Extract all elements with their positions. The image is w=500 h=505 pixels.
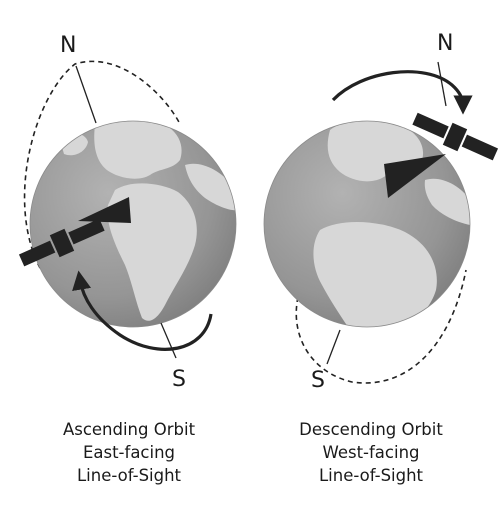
solar-panel-right: [461, 134, 499, 161]
satellite-body: [442, 122, 468, 152]
descending-north-label: N: [437, 31, 453, 56]
descending-caption-line: Line-of-Sight: [318, 466, 424, 485]
ascending-globe: [29, 120, 237, 328]
middle-east-landmass: [185, 163, 236, 211]
descending-caption-line: West-facing: [322, 443, 420, 462]
ascending-panel: N S: [18, 33, 237, 392]
descending-satellite: [412, 112, 499, 161]
africa-landmass: [313, 222, 437, 327]
middle-east-landmass: [424, 178, 470, 225]
ascending-caption-line: East-facing: [82, 443, 176, 462]
south-pole-line: [160, 322, 177, 359]
ascending-caption-line: Ascending Orbit: [62, 420, 196, 439]
descending-direction-arrow: [331, 70, 473, 115]
north-pole-line: [75, 65, 97, 124]
ascending-direction-arrow: [72, 270, 213, 351]
ascending-south-label: S: [172, 367, 186, 392]
ascending-caption: Ascending Orbit East-facing Line-of-Sigh…: [24, 418, 234, 487]
solar-panel-left: [412, 112, 449, 139]
satellite-body: [49, 228, 75, 258]
descending-south-label: S: [311, 368, 325, 393]
descending-line-of-sight: [384, 154, 446, 198]
descending-orbit-path: [295, 269, 467, 384]
ascending-line-of-sight: [78, 197, 131, 223]
solar-panel-right: [68, 218, 105, 245]
descending-caption: Descending Orbit West-facing Line-of-Sig…: [266, 418, 476, 487]
ascending-orbit-path: [23, 60, 181, 269]
solar-panel-left: [18, 240, 56, 267]
descending-panel: N S: [263, 31, 499, 393]
ascending-satellite: [18, 218, 105, 267]
south-pole-line: [326, 329, 341, 365]
descending-globe: [263, 120, 471, 328]
north-pole-line: [437, 61, 447, 107]
ascending-north-label: N: [60, 33, 76, 58]
europe-landmass: [94, 121, 182, 179]
ascending-caption-line: Line-of-Sight: [76, 466, 182, 485]
descending-caption-line: Descending Orbit: [299, 420, 443, 439]
